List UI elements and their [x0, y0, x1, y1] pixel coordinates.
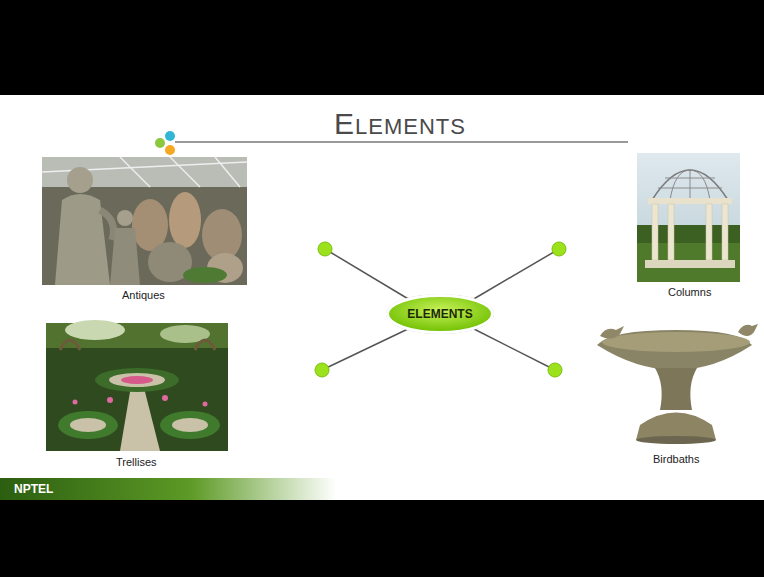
columns-photo [637, 153, 740, 282]
trellises-photo [46, 320, 228, 451]
footer-bar [0, 478, 764, 500]
image-caption: Antiques [122, 289, 165, 301]
image-caption: Birdbaths [653, 453, 699, 465]
image-caption: Columns [668, 286, 711, 298]
image-caption: Trellises [116, 456, 157, 468]
topic-oval: ELEMENTS [386, 294, 494, 334]
spoke-dot [315, 242, 566, 377]
deco-dot [165, 131, 175, 141]
footer-logo-text: NPTEL [14, 482, 53, 496]
deco-dot [165, 145, 175, 155]
birdbath-photo [597, 324, 758, 444]
slide-ground [0, 95, 764, 500]
spoke-lines [322, 249, 559, 370]
deco-dot [155, 138, 165, 148]
slide-title: ELEMENTS [334, 107, 466, 141]
title-rule [175, 141, 628, 143]
oval-label: ELEMENTS [386, 307, 494, 321]
antiques-photo [42, 157, 247, 285]
